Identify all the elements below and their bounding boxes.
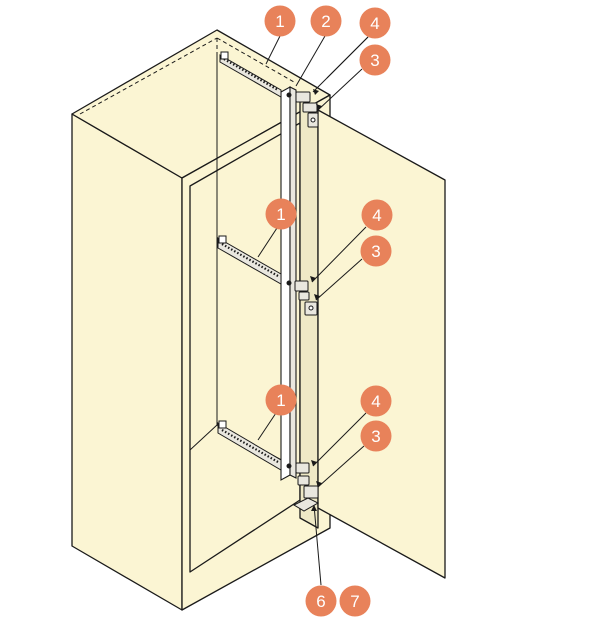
- callout-1-middle: 1: [265, 198, 297, 230]
- svg-text:7: 7: [350, 592, 359, 611]
- callout-3-top: 3: [359, 44, 391, 76]
- rail-top: [219, 51, 282, 98]
- rail-bottom: [217, 420, 282, 471]
- callout-1-top: 1: [264, 5, 296, 37]
- cabinet-side-panel: [71, 113, 183, 611]
- hidden-edges: [79, 37, 295, 115]
- callout-2-top: 2: [310, 5, 342, 37]
- leader-lines: [257, 35, 369, 586]
- svg-text:2: 2: [321, 12, 330, 31]
- svg-text:3: 3: [371, 242, 380, 261]
- mounting-strip: [280, 86, 297, 481]
- arrowheads: [310, 89, 322, 511]
- hinge-bottom: [286, 462, 320, 512]
- callout-4-top: 4: [359, 7, 391, 39]
- svg-text:1: 1: [276, 205, 285, 224]
- svg-text:3: 3: [371, 427, 380, 446]
- callout-3-bottom: 3: [360, 420, 392, 452]
- interior-bottom-back-edge: [189, 424, 218, 451]
- svg-text:6: 6: [316, 592, 325, 611]
- svg-text:1: 1: [276, 391, 285, 410]
- svg-text:4: 4: [371, 392, 380, 411]
- hinge-top: [286, 91, 319, 128]
- svg-text:4: 4: [370, 14, 379, 33]
- rail-middle: [217, 235, 282, 285]
- door: [299, 99, 446, 579]
- callout-4-bottom: 4: [360, 385, 392, 417]
- callout-4-middle: 4: [361, 199, 393, 231]
- svg-text:4: 4: [372, 206, 381, 225]
- callout-6: 6: [305, 585, 337, 617]
- callout-3-middle: 3: [360, 235, 392, 267]
- callout-1-bottom: 1: [265, 384, 297, 416]
- svg-text:1: 1: [275, 12, 284, 31]
- door-panel: [317, 109, 446, 579]
- callouts: 1 2 4 3 1 4 3 1: [264, 5, 393, 617]
- hinge-middle: [286, 280, 318, 316]
- svg-text:3: 3: [370, 51, 379, 70]
- callout-7: 7: [339, 585, 371, 617]
